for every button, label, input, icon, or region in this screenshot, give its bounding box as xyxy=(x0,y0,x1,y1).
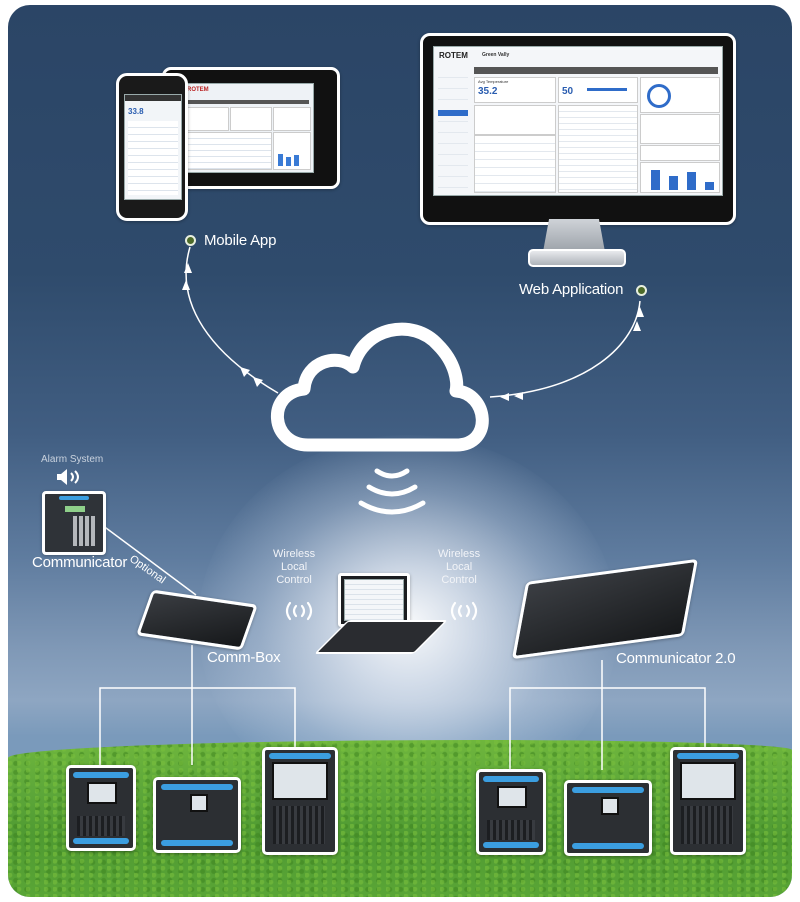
edge-optional xyxy=(101,524,197,596)
phone-screen: 33.8 xyxy=(124,94,182,200)
wireless-right-line1: Wireless xyxy=(438,548,481,560)
edge-commbox-controllers xyxy=(99,645,296,765)
level-value: 50 xyxy=(562,86,574,97)
wireless-icon-left xyxy=(285,601,313,621)
arrow-mobile-2 xyxy=(182,280,190,290)
wifi-signal-icon xyxy=(358,468,426,515)
tablet-device: ROTEM xyxy=(162,67,340,189)
wireless-right-line2: Local xyxy=(445,561,473,573)
communicator-2-label: Communicator 2.0 xyxy=(616,650,736,667)
edge-web-cloud xyxy=(489,300,641,398)
wireless-left-line1: Wireless xyxy=(273,548,316,560)
arrow-web-1 xyxy=(636,307,644,317)
controller-left-1 xyxy=(66,765,136,851)
communicator-label: Communicator xyxy=(32,554,128,571)
controller-right-1 xyxy=(476,769,546,855)
arrow-web-2 xyxy=(633,321,641,331)
wireless-left-line3: Control xyxy=(276,574,312,586)
arrow-cloud-in-1 xyxy=(240,367,250,377)
controller-left-3 xyxy=(262,747,338,855)
monitor-farm-name: Green Vally xyxy=(482,52,510,58)
comm-box-label: Comm-Box xyxy=(207,649,281,666)
edge-communicator2-controllers xyxy=(509,660,706,770)
arrow-cloud-in-3 xyxy=(500,393,509,401)
tablet-screen: ROTEM xyxy=(182,83,314,173)
phone-avg-temp: 33.8 xyxy=(128,107,144,116)
wireless-right-line3: Control xyxy=(441,574,477,586)
wireless-label-left: Wireless Local Control xyxy=(273,548,315,587)
monitor-brand: ROTEM xyxy=(439,51,468,60)
monitor-stand xyxy=(542,219,606,253)
mobile-app-label: Mobile App xyxy=(204,232,277,249)
edge-mobile-cloud xyxy=(185,246,279,394)
controller-left-2 xyxy=(153,777,241,853)
web-application-label: Web Application xyxy=(519,281,624,298)
alarm-system-label: Alarm System xyxy=(41,454,104,465)
arrow-mobile-1 xyxy=(184,263,192,273)
laptop-device xyxy=(338,573,410,627)
monitor-device: ROTEM Green Vally Avg Temperature 35.2 5… xyxy=(420,33,736,225)
diagram-canvas: ROTEM 33.8 Mobile App ROTEM Green Vally xyxy=(8,5,792,897)
controller-right-2 xyxy=(564,780,652,856)
phone-device: 33.8 xyxy=(116,73,188,221)
wireless-label-right: Wireless Local Control xyxy=(438,548,480,587)
speaker-icon xyxy=(55,469,85,485)
avg-temp-value: 35.2 xyxy=(478,86,498,97)
laptop-screen xyxy=(344,579,404,621)
controller-right-3 xyxy=(670,747,746,855)
communicator-device xyxy=(42,491,106,555)
mobile-app-node-dot xyxy=(185,235,196,246)
monitor-screen: ROTEM Green Vally Avg Temperature 35.2 5… xyxy=(433,46,723,196)
web-application-node-dot xyxy=(636,285,647,296)
wireless-left-line2: Local xyxy=(280,561,308,573)
connector-layer xyxy=(99,246,706,770)
avg-temp-label: Avg Temperature xyxy=(478,79,509,84)
arrow-cloud-in-4 xyxy=(514,392,523,400)
wireless-icon-right xyxy=(450,601,478,621)
monitor-base xyxy=(528,249,626,267)
cloud-icon xyxy=(271,322,489,452)
tablet-brand: ROTEM xyxy=(187,87,209,93)
grass-field xyxy=(8,740,792,897)
arrow-cloud-in-2 xyxy=(253,377,263,387)
